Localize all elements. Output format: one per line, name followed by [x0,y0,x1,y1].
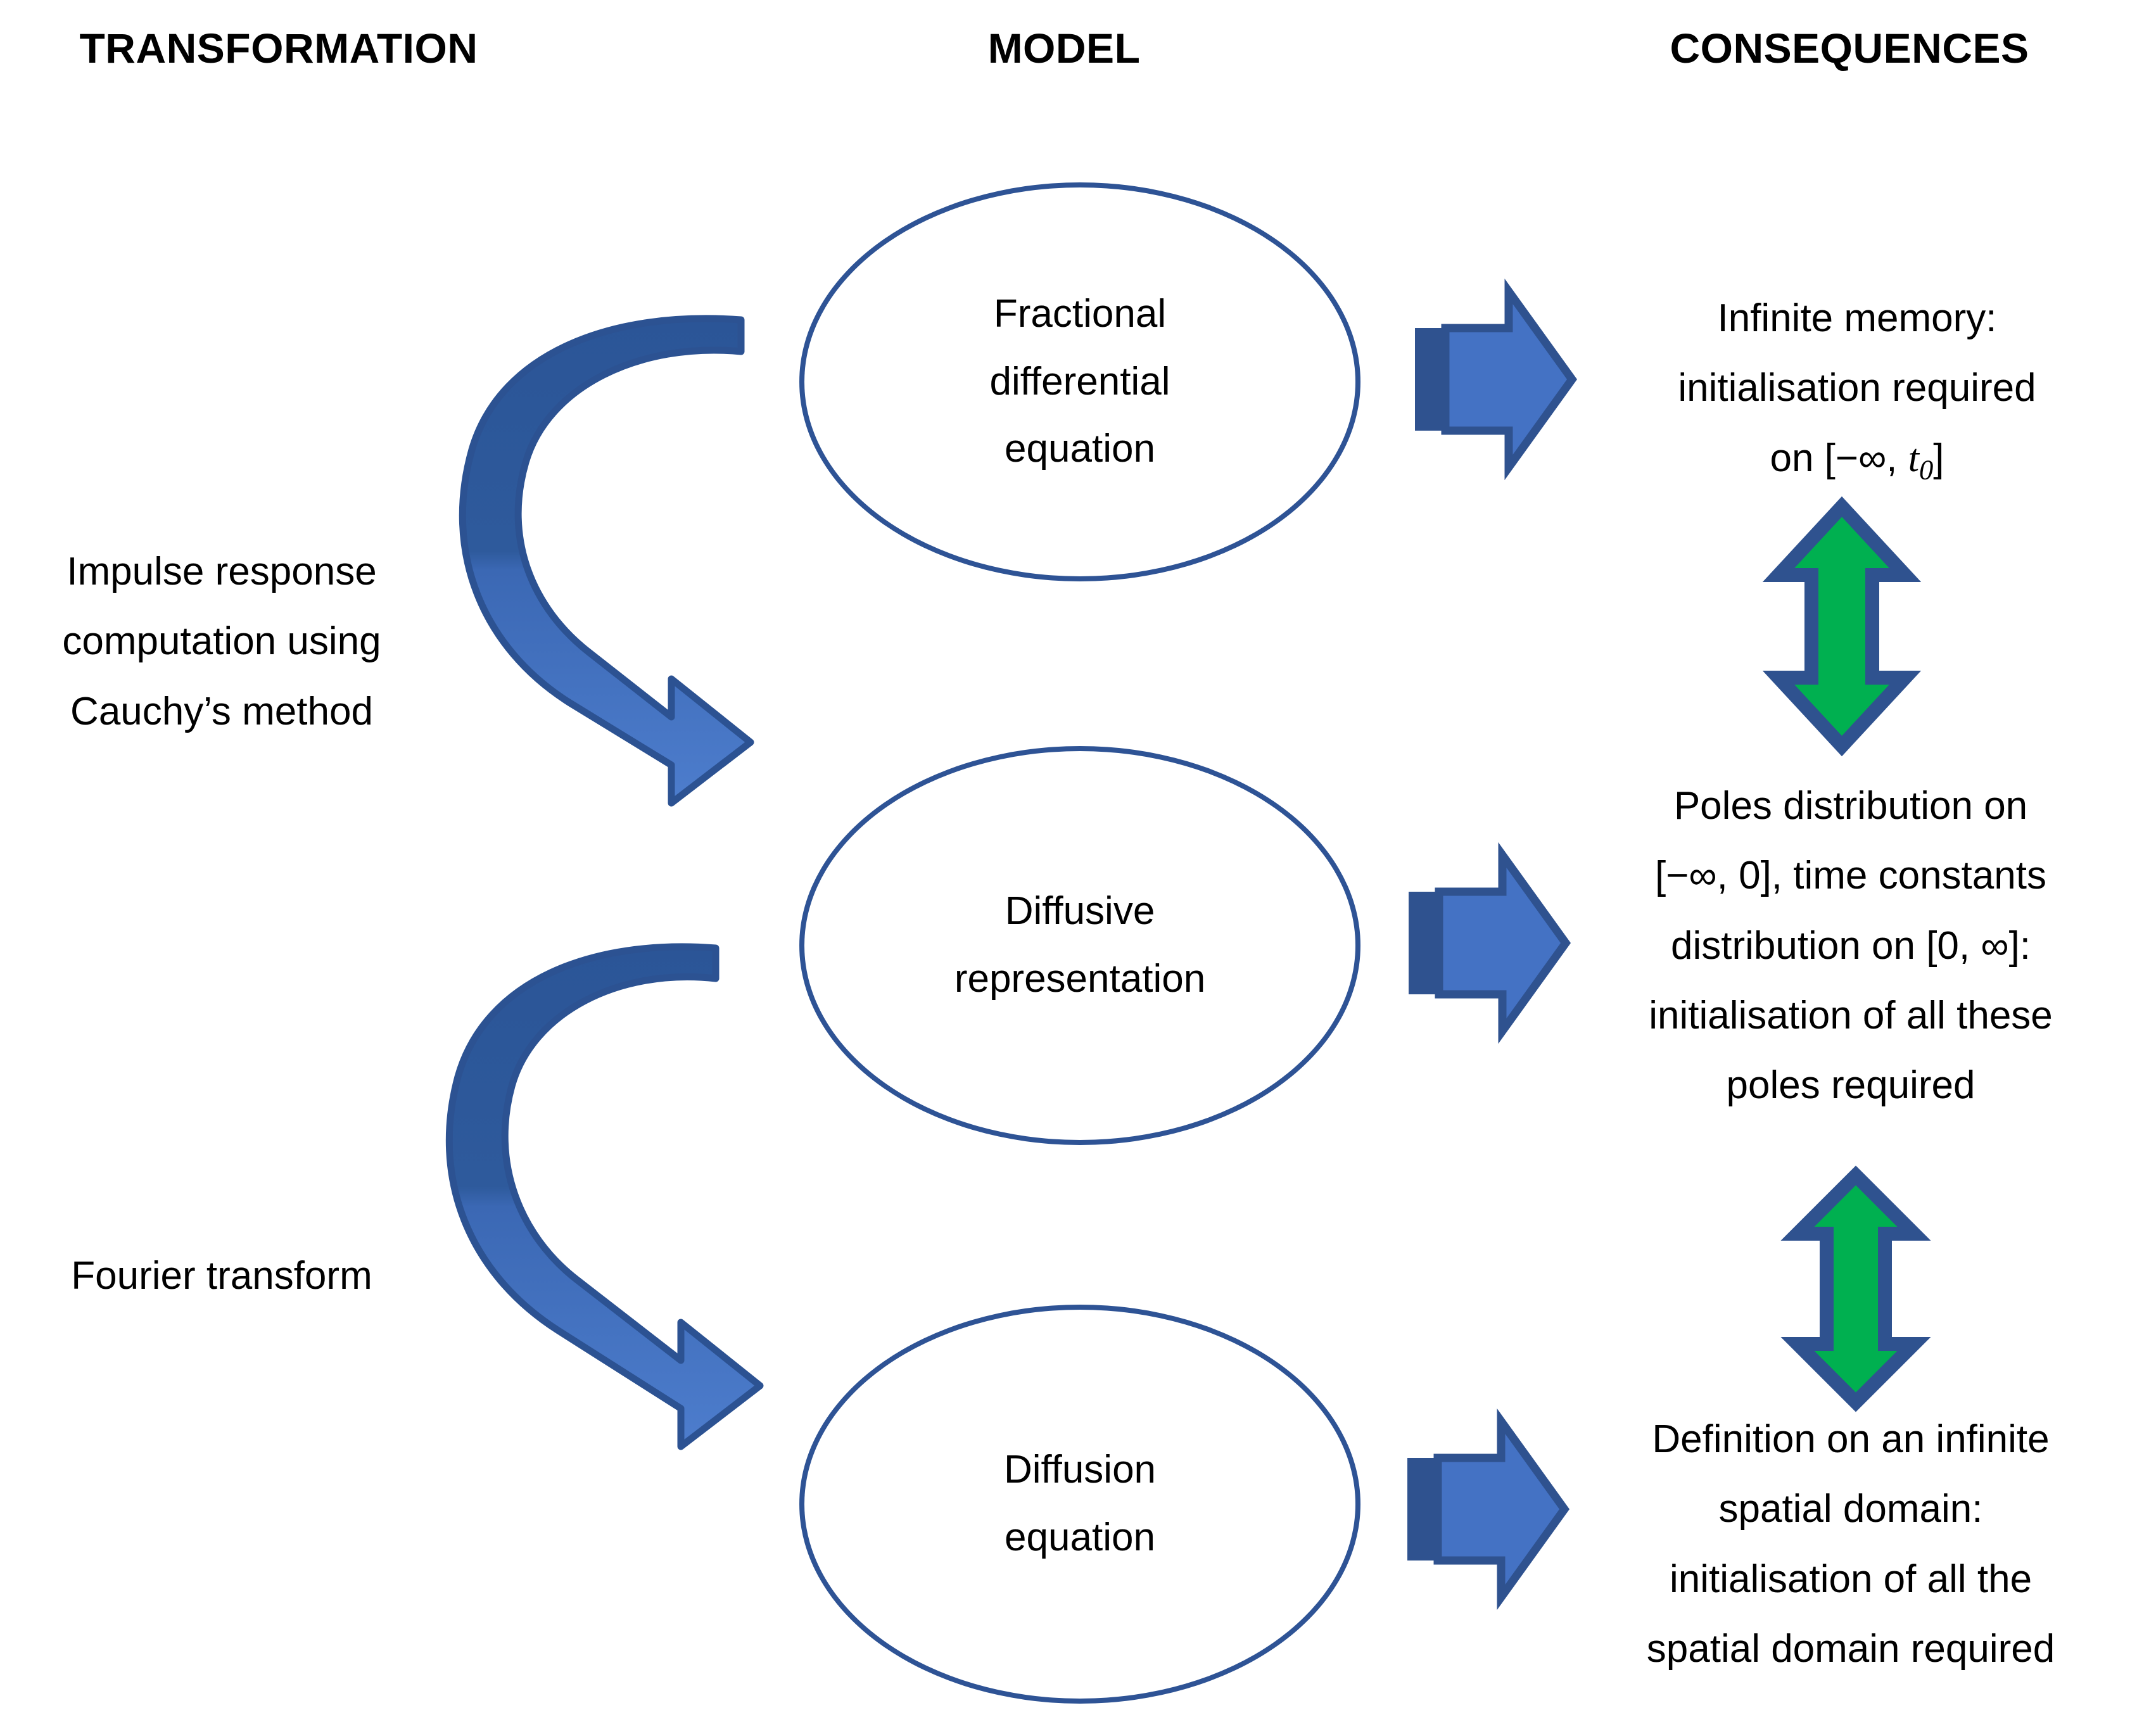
consequence-line-math: on [−∞, t0] [1558,424,2156,495]
consequence-line: spatial domain: [1718,1487,1983,1531]
consequence-line: Definition on an infinite [1652,1417,2050,1461]
column-header-model: MODEL [987,25,1141,72]
column-header-consequences: CONSEQUENCES [1670,25,2029,72]
math-subscript: 0 [1918,453,1934,486]
consequence-line: [−∞, 0], time constants [1655,854,2046,898]
transformation-line: Impulse response [67,550,377,593]
transformation-label-impulse-response-cauchy: Impulse response computation using Cauch… [0,537,443,747]
consequence-infinite-spatial-domain: Definition on an infinite spatial domain… [1545,1405,2156,1684]
model-node-diffusive-representation[interactable]: Diffusive representation [799,746,1360,1145]
transformation-line: computation using [62,619,381,664]
consequence-line: poles required [1726,1063,1975,1108]
curved-arrow-top [459,315,754,807]
model-node-line: differential [989,359,1170,403]
model-node-line: Fractional [993,292,1167,336]
consequence-line: Infinite memory: [1717,296,1997,340]
green-double-arrow-upper [1762,496,1922,757]
curved-arrow-bottom [445,943,764,1450]
consequence-line: initialisation of all these [1649,994,2053,1038]
model-node-fractional-differential-equation[interactable]: Fractional differential equation [799,182,1360,581]
math-suffix: ] [1933,436,1944,480]
consequence-line: Poles distribution on [1673,784,2028,828]
model-node-line: representation [954,957,1206,1001]
transformation-line: Cauchy’s method [70,689,373,733]
model-node-line: equation [1005,427,1155,471]
consequence-poles-distribution: Poles distribution on [−∞, 0], time cons… [1545,771,2156,1121]
model-node-diffusion-equation[interactable]: Diffusion equation [799,1305,1360,1704]
model-node-line: equation [1005,1516,1155,1559]
consequence-line: spatial domain required [1646,1627,2055,1671]
consequence-line: distribution on [0, ∞]: [1670,923,2031,968]
block-arrow-dr-to-poles [1409,842,1571,1044]
math-variable: t [1908,436,1919,480]
transformation-label-fourier-transform: Fourier transform [0,1241,443,1311]
block-arrow-de-to-spatial [1407,1408,1570,1611]
consequence-infinite-memory: Infinite memory: initialisation required… [1558,284,2156,495]
math-prefix: on [−∞, [1770,436,1908,480]
consequence-line: initialisation required [1678,366,2036,410]
transformation-line: Fourier transform [71,1254,372,1298]
consequence-line: initialisation of all the [1669,1557,2032,1601]
block-arrow-fde-to-memory [1415,278,1578,481]
model-node-line: Diffusive [1005,889,1155,934]
model-node-line: Diffusion [1003,1448,1157,1492]
column-header-transformation: TRANSFORMATION [79,25,478,72]
green-double-arrow-lower [1780,1165,1931,1412]
